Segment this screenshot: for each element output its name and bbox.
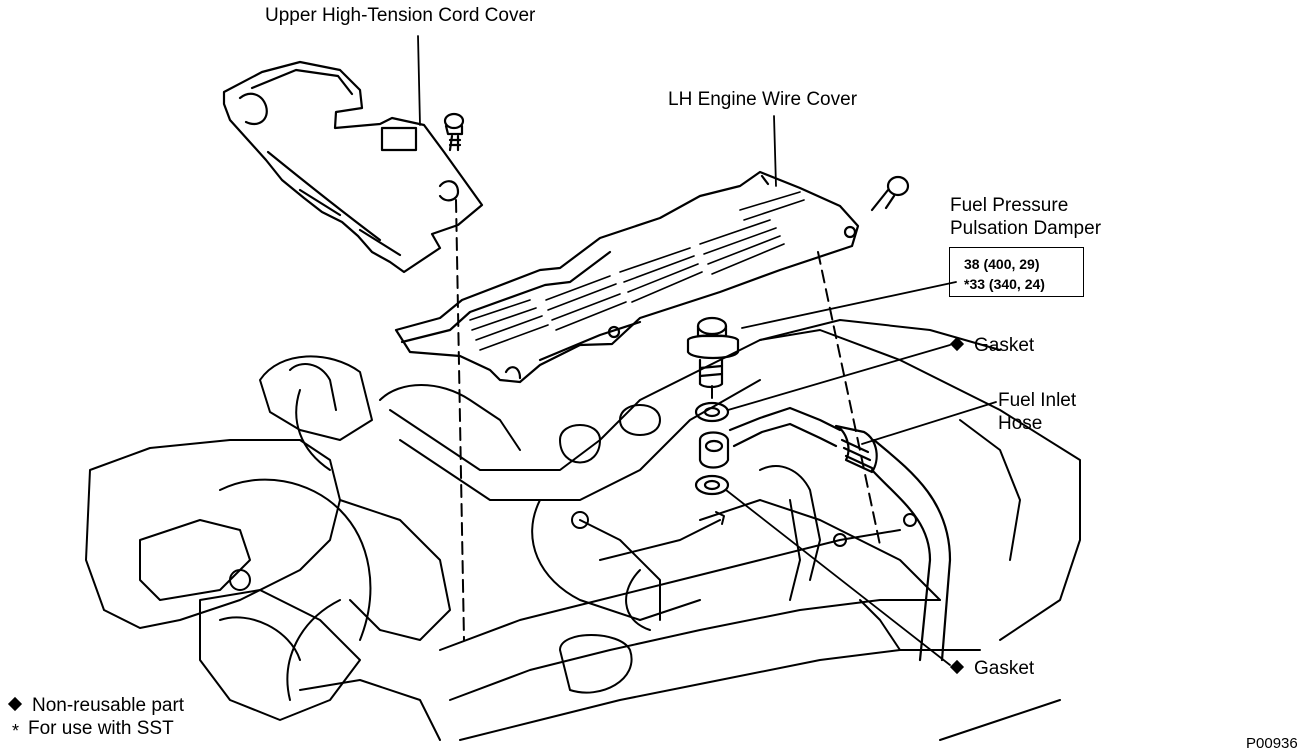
asterisk-icon: * bbox=[12, 721, 20, 741]
upper-cord-cover-part bbox=[224, 62, 482, 272]
lh-wire-cover-part bbox=[396, 172, 858, 382]
assembly-lines bbox=[456, 200, 880, 640]
figure-code: P00936 bbox=[1246, 735, 1298, 752]
engine-block bbox=[86, 320, 1080, 740]
legend-non-reusable: Non-reusable part bbox=[7, 695, 185, 716]
torque-spec-box: 38 (400, 29) *33 (340, 24) bbox=[949, 247, 1084, 297]
gasket-top-text: Gasket bbox=[974, 335, 1035, 356]
gasket-bottom-label: Gasket bbox=[949, 658, 1035, 679]
pulsation-damper-part bbox=[688, 318, 738, 387]
torque-with-sst: *33 (340, 24) bbox=[964, 276, 1045, 292]
legend-sst: * For use with SST bbox=[12, 719, 174, 740]
gaskets bbox=[696, 403, 728, 494]
lh-cover-bolt bbox=[872, 177, 908, 210]
non-reusable-diamond-icon bbox=[949, 336, 965, 352]
fuel-inlet-hose-label-line2: Hose bbox=[998, 413, 1043, 434]
gasket-bottom-text: Gasket bbox=[974, 658, 1035, 679]
lh-wire-cover-label: LH Engine Wire Cover bbox=[668, 89, 858, 110]
upper-cover-bolt bbox=[445, 114, 463, 150]
legend-non-reusable-text: Non-reusable part bbox=[32, 695, 185, 716]
damper-label-line2: Pulsation Damper bbox=[950, 218, 1102, 239]
gasket-top-label: Gasket bbox=[949, 335, 1035, 356]
non-reusable-diamond-icon bbox=[949, 659, 965, 675]
damper-label-line1: Fuel Pressure bbox=[950, 195, 1069, 216]
leader-lines bbox=[418, 36, 996, 665]
diamond-icon bbox=[7, 696, 23, 712]
upper-cord-cover-label: Upper High-Tension Cord Cover bbox=[265, 5, 536, 26]
fuel-inlet-hose-label-line1: Fuel Inlet bbox=[998, 390, 1077, 411]
legend-sst-text: For use with SST bbox=[28, 718, 174, 739]
torque-standard: 38 (400, 29) bbox=[964, 256, 1040, 272]
